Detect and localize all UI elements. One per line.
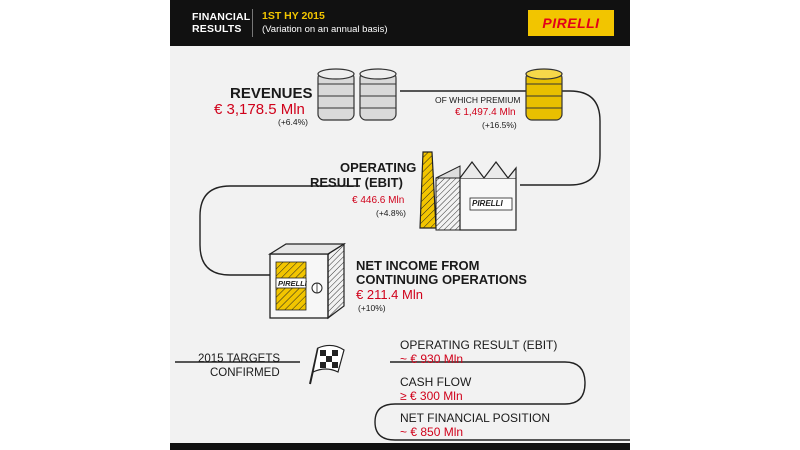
premium-label: OF WHICH PREMIUM <box>435 95 521 105</box>
target-value-nfp: ~ € 850 Mln <box>400 425 464 439</box>
target-label-ebit: OPERATING RESULT (EBIT) <box>400 338 558 352</box>
revenues-change: (+6.4%) <box>278 117 308 127</box>
route-line-ebit <box>199 185 360 276</box>
silver-coins-icon <box>317 68 397 121</box>
premium-value: € 1,497.4 Mln <box>455 107 516 118</box>
factory-sign: PIRELLI <box>472 199 503 208</box>
safe-icon <box>267 242 347 320</box>
ebit-value: € 446.6 Mln <box>352 195 405 206</box>
logo-text: PIRELLI <box>542 15 600 31</box>
header-bar: FINANCIAL RESULTS 1ST HY 2015 (Variation… <box>170 0 630 46</box>
net-income-label-line2: CONTINUING OPERATIONS <box>356 272 527 287</box>
header-subtitle: (Variation on an annual basis) <box>262 24 388 35</box>
net-income-change: (+10%) <box>358 303 386 313</box>
ebit-label-line1: OPERATING <box>340 160 417 175</box>
premium-change: (+16.5%) <box>482 120 517 130</box>
safe-sign: PIRELLI <box>278 279 307 288</box>
net-income-label-line1: NET INCOME FROM <box>356 258 480 273</box>
target-label-cash-flow: CASH FLOW <box>400 375 472 389</box>
net-income-value: € 211.4 Mln <box>356 287 423 302</box>
ebit-label-line2: RESULT (EBIT) <box>310 175 403 190</box>
header-separator <box>252 9 253 37</box>
revenues-value: € 3,178.5 Mln <box>214 101 305 118</box>
illustration-canvas <box>175 68 630 441</box>
footer-bar <box>170 443 630 450</box>
factory-icon <box>419 151 517 231</box>
targets-heading-line2: CONFIRMED <box>210 367 280 379</box>
target-label-nfp: NET FINANCIAL POSITION <box>400 411 551 425</box>
header-period: 1ST HY 2015 <box>262 10 325 22</box>
header-title: FINANCIAL RESULTS <box>192 11 251 35</box>
logo-background-icon <box>528 10 614 36</box>
right-margin <box>630 0 800 450</box>
revenues-label: REVENUES <box>230 85 313 102</box>
gold-coins-icon <box>525 68 563 121</box>
target-value-cash-flow: ≥ € 300 Mln <box>400 389 463 403</box>
pirelli-logo: PIRELLI <box>528 10 614 36</box>
targets-heading-line1: 2015 TARGETS <box>198 353 281 365</box>
infographic-panel: FINANCIAL RESULTS 1ST HY 2015 (Variation… <box>170 0 630 450</box>
left-margin <box>0 0 170 450</box>
route-line <box>400 90 601 186</box>
route-line-target-1 <box>374 361 630 441</box>
target-value-ebit: ~ € 930 Mln <box>400 352 464 366</box>
ebit-change: (+4.8%) <box>376 208 406 218</box>
checkered-flag-icon <box>309 344 345 385</box>
